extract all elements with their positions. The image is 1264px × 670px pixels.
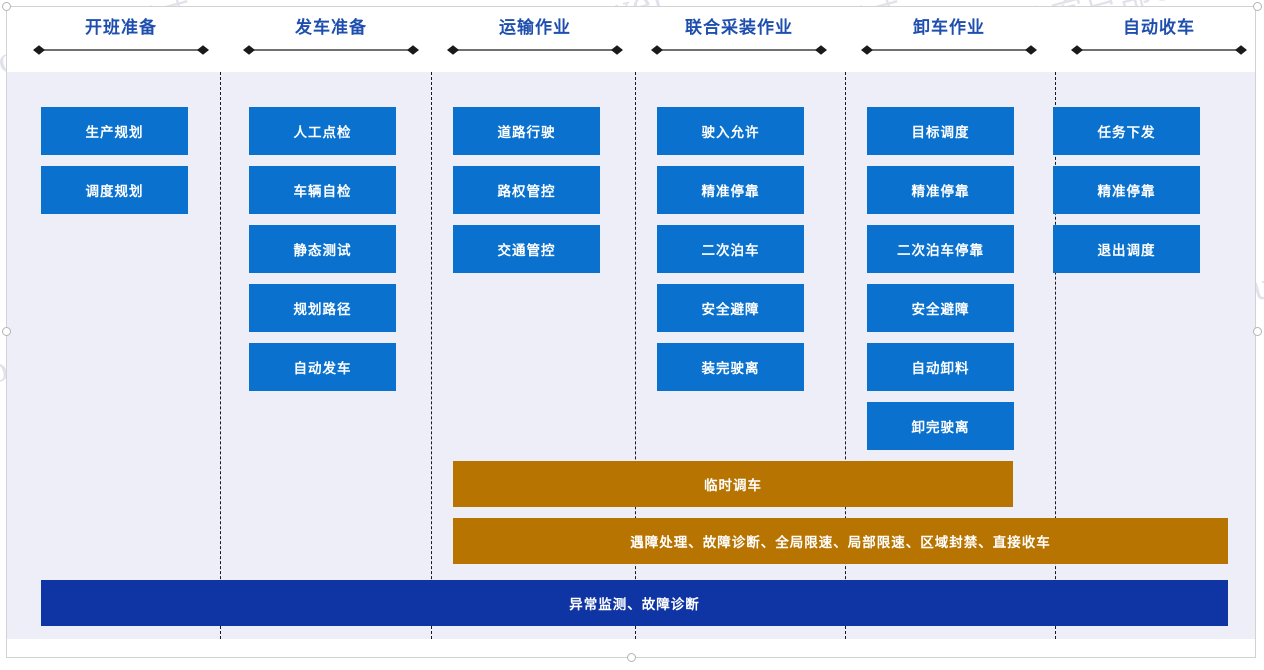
resize-handle-bottom-center[interactable] bbox=[627, 653, 636, 662]
phase-label: 发车准备 bbox=[295, 18, 367, 38]
phase-arrow-icon bbox=[1071, 43, 1247, 57]
process-box[interactable]: 车辆自检 bbox=[249, 166, 396, 214]
monitoring-bar[interactable]: 异常监测、故障诊断 bbox=[41, 580, 1228, 626]
phase-2[interactable]: 发车准备 bbox=[243, 13, 419, 59]
process-box[interactable]: 路权管控 bbox=[453, 166, 600, 214]
process-box[interactable]: 自动发车 bbox=[249, 343, 396, 391]
process-box[interactable]: 安全避障 bbox=[657, 284, 804, 332]
process-box[interactable]: 退出调度 bbox=[1053, 225, 1200, 273]
process-box[interactable]: 安全避障 bbox=[867, 284, 1014, 332]
column-divider bbox=[1055, 72, 1056, 639]
process-box[interactable]: 自动卸料 bbox=[867, 343, 1014, 391]
phase-arrow-icon bbox=[447, 43, 623, 57]
process-box[interactable]: 装完驶离 bbox=[657, 343, 804, 391]
column-divider bbox=[845, 72, 846, 639]
process-board: 生产规划调度规划 人工点检车辆自检静态测试规划路径自动发车 道路行驶路权管控交通管控… bbox=[7, 72, 1256, 639]
phase-label: 卸车作业 bbox=[913, 18, 985, 38]
phase-6[interactable]: 自动收车 bbox=[1071, 13, 1247, 59]
process-box[interactable]: 卸完驶离 bbox=[867, 402, 1014, 450]
process-box[interactable]: 任务下发 bbox=[1053, 107, 1200, 155]
process-box[interactable]: 精准停靠 bbox=[867, 166, 1014, 214]
process-box[interactable]: 交通管控 bbox=[453, 225, 600, 273]
phase-arrow-icon bbox=[651, 43, 827, 57]
phase-arrow-icon bbox=[33, 43, 209, 57]
process-box[interactable]: 二次泊车 bbox=[657, 225, 804, 273]
resize-handle-top-right[interactable] bbox=[1253, 2, 1262, 11]
exception-bar-2[interactable]: 遇障处理、故障诊断、全局限速、局部限速、区域封禁、直接收车 bbox=[453, 518, 1228, 564]
phase-label: 开班准备 bbox=[85, 18, 157, 38]
phase-arrow-icon bbox=[243, 43, 419, 57]
phase-label: 运输作业 bbox=[499, 18, 571, 38]
process-box[interactable]: 静态测试 bbox=[249, 225, 396, 273]
process-box[interactable]: 道路行驶 bbox=[453, 107, 600, 155]
phase-5[interactable]: 卸车作业 bbox=[861, 13, 1037, 59]
phase-4[interactable]: 联合采装作业 bbox=[651, 13, 827, 59]
phase-label: 自动收车 bbox=[1123, 18, 1195, 38]
process-box[interactable]: 规划路径 bbox=[249, 284, 396, 332]
phase-3[interactable]: 运输作业 bbox=[447, 13, 623, 59]
process-box[interactable]: 人工点检 bbox=[249, 107, 396, 155]
resize-handle-middle-right[interactable] bbox=[1253, 327, 1262, 336]
resize-handle-middle-left[interactable] bbox=[2, 327, 11, 336]
resize-handle-top-left[interactable] bbox=[2, 2, 11, 11]
phase-arrow-icon bbox=[861, 43, 1037, 57]
process-box[interactable]: 驶入允许 bbox=[657, 107, 804, 155]
process-box[interactable]: 精准停靠 bbox=[1053, 166, 1200, 214]
process-box[interactable]: 精准停靠 bbox=[657, 166, 804, 214]
phase-header: 开班准备 发车准备 运输作业 联合采装作业 卸车作业 自动收车 bbox=[7, 7, 1256, 72]
exception-bar-1[interactable]: 临时调车 bbox=[453, 461, 1013, 507]
process-box[interactable]: 生产规划 bbox=[41, 107, 188, 155]
column-divider bbox=[431, 72, 432, 639]
process-box[interactable]: 目标调度 bbox=[867, 107, 1014, 155]
process-box[interactable]: 调度规划 bbox=[41, 166, 188, 214]
process-box[interactable]: 二次泊车停靠 bbox=[867, 225, 1014, 273]
phase-label: 联合采装作业 bbox=[685, 18, 793, 38]
phase-1[interactable]: 开班准备 bbox=[33, 13, 209, 59]
column-divider bbox=[635, 72, 636, 639]
column-divider bbox=[220, 72, 221, 639]
